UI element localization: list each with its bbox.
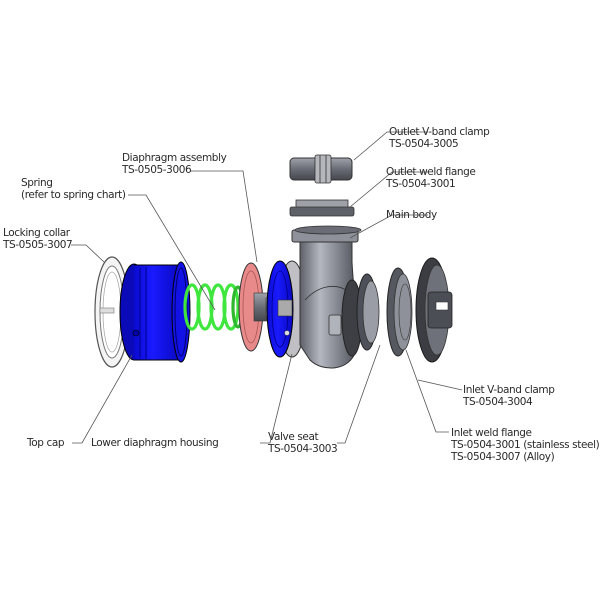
callout-name: Main body [386, 209, 437, 221]
outlet-vband-clamp-part [289, 154, 353, 184]
main-body-part [291, 225, 363, 369]
callout-part-number-alt: TS-0504-3007 (Alloy) [451, 451, 555, 463]
callout-name: Outlet weld flange [386, 166, 476, 178]
callout-part-number: TS-0505-3007 [3, 239, 73, 251]
callout-name: Locking collar [3, 227, 70, 239]
callout-part-number: TS-0505-3006 [122, 164, 192, 176]
leader-lines [71, 131, 463, 444]
callout-name: Valve seat [268, 431, 319, 443]
callout-spring: Spring (refer to spring chart) [21, 177, 126, 201]
callout-valve-seat: Valve seat TS-0504-3003 [268, 431, 338, 455]
callout-name: Spring [21, 177, 53, 189]
callout-part-number: TS-0504-3001 (stainless steel) [451, 439, 600, 451]
inlet-vband-clamp-part [415, 257, 453, 363]
callout-name: Diaphragm assembly [122, 152, 227, 164]
callout-part-number: TS-0504-3005 [389, 138, 459, 150]
callout-lower-diaphragm-housing: Lower diaphragm housing [91, 437, 219, 449]
callout-main-body: Main body [386, 209, 437, 221]
lower-diaphragm-housing-part [266, 260, 307, 358]
callout-name: Outlet V-band clamp [389, 126, 490, 138]
callout-inlet-weld-flange: Inlet weld flange TS-0504-3001 (stainles… [451, 427, 600, 463]
inlet-weld-flange-part [386, 267, 413, 357]
callout-outlet-vband-clamp: Outlet V-band clamp TS-0504-3005 [389, 126, 490, 150]
callout-outlet-weld-flange: Outlet weld flange TS-0504-3001 [386, 166, 476, 190]
valve-seat-part [356, 273, 380, 351]
callout-part-number: TS-0504-3004 [463, 396, 533, 408]
callout-diaphragm-assembly: Diaphragm assembly TS-0505-3006 [122, 152, 227, 176]
callout-name: Inlet weld flange [451, 427, 532, 439]
callout-name: Lower diaphragm housing [91, 437, 219, 449]
callout-top-cap: Top cap [27, 437, 65, 449]
outlet-weld-flange-part [289, 199, 355, 217]
callout-part-number: (refer to spring chart) [21, 189, 126, 201]
callout-name: Inlet V-band clamp [463, 384, 555, 396]
callout-part-number: TS-0504-3003 [268, 443, 338, 455]
callout-name: Top cap [27, 437, 65, 449]
callout-locking-collar: Locking collar TS-0505-3007 [3, 227, 73, 251]
spring-part [183, 283, 245, 331]
callout-part-number: TS-0504-3001 [386, 178, 456, 190]
top-cap-part [119, 261, 191, 363]
callout-inlet-vband-clamp: Inlet V-band clamp TS-0504-3004 [463, 384, 555, 408]
